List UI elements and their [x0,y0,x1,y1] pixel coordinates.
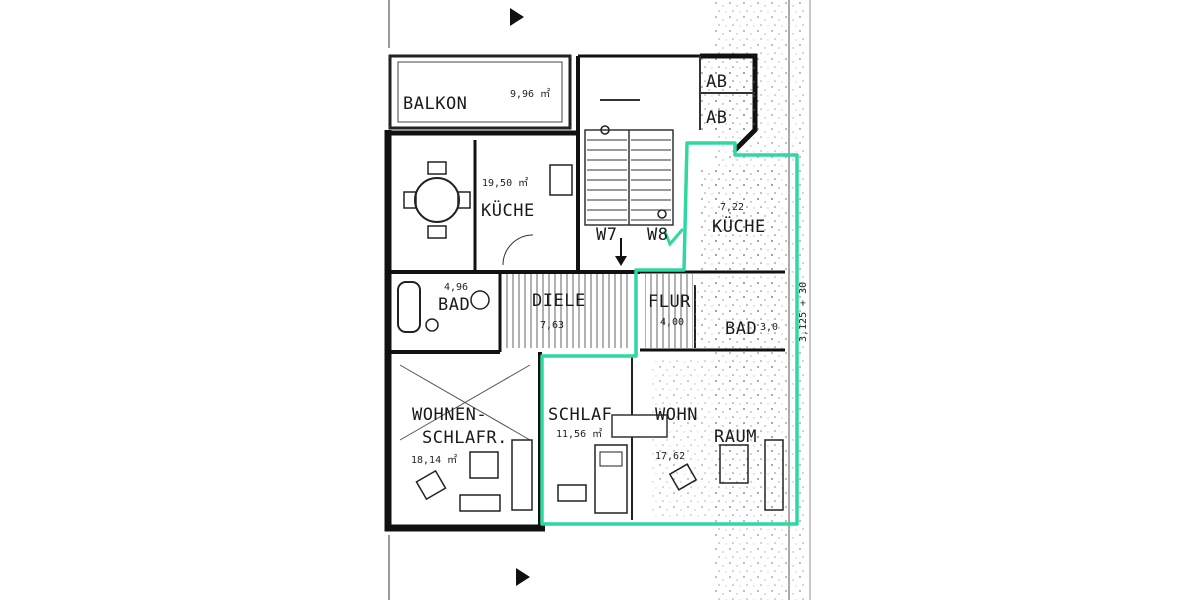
sink [470,290,490,310]
ab-top-label: AB [706,72,727,92]
wohnraum-label-2: RAUM [714,427,757,447]
partition [611,414,668,438]
staircase [584,129,674,226]
table [469,451,499,479]
kueche-right-fill [700,170,780,270]
section-marker-icon [516,568,530,586]
window-line [399,364,531,441]
ab-bottom-label: AB [706,108,727,128]
newel-post [600,125,610,135]
armchair [415,469,447,501]
bad-right-label: BAD [725,319,757,339]
flur-hatch [645,274,693,348]
newel-post [657,209,667,219]
sofa [764,439,784,511]
diele-hatch [502,274,630,348]
kueche-right-area: 7,22 [720,202,744,213]
door-swing [502,234,534,266]
balkon-inner [397,61,563,123]
balkon-area: 9,96 ㎡ [510,88,550,100]
diele-area: 7,63 [540,320,564,331]
dining-table [403,161,471,239]
wohnen-schlafen-label-2: SCHLAFR. [422,428,508,448]
outer-wall [384,130,545,532]
schlaf-label: SCHLAF [548,405,612,425]
flur-label: FLUR [648,292,691,312]
balkon-outline [388,54,572,130]
sideboard [459,494,501,512]
toilet [425,318,439,332]
table [719,444,749,484]
bad-left-label: BAD [438,295,470,315]
stove [549,164,573,196]
wohnraum-fill [650,360,780,520]
wohnen-schlafen-label-1: WOHNEN- [412,405,487,425]
nightstand [557,484,587,502]
armchair [668,463,698,491]
bed [594,444,628,514]
kueche-left-area: 19,50 ㎡ [482,177,528,189]
wohnen-schlafen-area: 18,14 ㎡ [411,454,457,466]
entry-arrow-icon [615,256,627,266]
bad-right-fill [695,278,785,348]
wohnraum-label-1: WOHN [655,405,698,425]
pillow [599,451,623,467]
dimension-label: 3,125 + 30 [798,282,809,342]
sofa [511,439,533,511]
schlaf-area: 11,56 ㎡ [556,428,602,440]
section-marker-icon [510,8,524,26]
bad-left-area: 4,96 [444,282,468,293]
unit-label-w8: W8 [647,225,668,245]
flur-area: 4,00 [660,317,684,328]
highlighted-unit-outline [540,141,799,526]
wohnraum-area: 17,62 [655,451,685,462]
checkmark-icon [663,228,684,247]
balkon-label: BALKON [403,94,467,114]
unit-label-w7: W7 [596,225,617,245]
diele-label: DIELE [532,291,586,311]
kueche-right-label: KÜCHE [712,215,766,237]
bad-right-area: 3,0 [760,322,778,333]
bathtub [397,281,421,333]
kueche-left-label: KÜCHE [481,199,535,221]
